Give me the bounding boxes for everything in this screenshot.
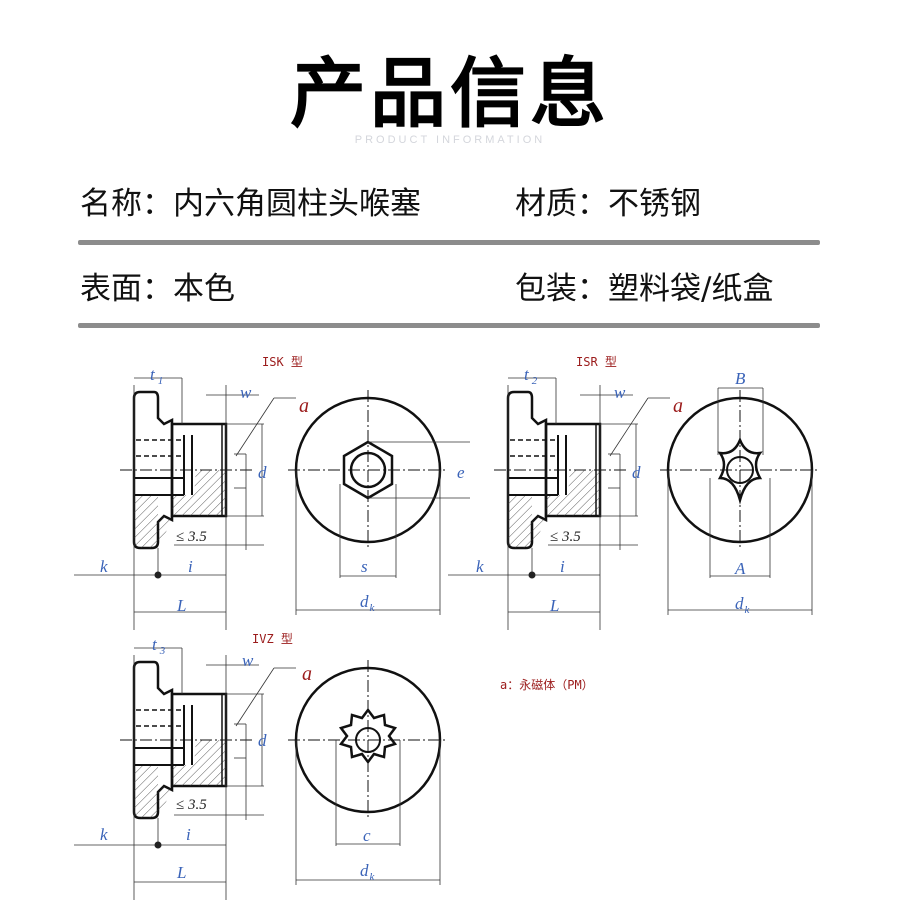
dim-le: ≤ 3.5 [550, 529, 581, 545]
field-label: 材质： [515, 186, 608, 222]
dim-a: a [299, 395, 309, 417]
dim-dk-label: dk [360, 861, 376, 883]
dim-L: L [176, 596, 186, 615]
dim-i: i [560, 557, 565, 576]
dim-t: t [524, 365, 530, 384]
dim-le: ≤ 3.5 [176, 529, 207, 545]
dim-L: L [176, 863, 186, 882]
dim-i: i [186, 825, 191, 844]
field-value: 塑料袋/纸盒 [608, 271, 774, 307]
dim-t: t [152, 635, 158, 654]
dim-A: A [734, 559, 746, 578]
field-value: 不锈钢 [608, 186, 701, 222]
dim-d: d [632, 463, 641, 482]
dim-L: L [549, 596, 559, 615]
dim-a: a [673, 395, 683, 417]
dim-dk-sub: k [745, 604, 751, 616]
field-name: 名称：内六角圆柱头喉塞 [80, 186, 421, 222]
dim-dk: d [735, 594, 744, 613]
field-value: 本色 [173, 271, 235, 307]
dim-t: t [150, 365, 156, 384]
dim-B: B [735, 369, 746, 388]
dim-dk-sub: k [370, 871, 376, 883]
dim-dk-label: dk [735, 594, 751, 616]
dim-a: a [302, 663, 312, 685]
divider [78, 323, 820, 328]
field-label: 包装： [515, 271, 608, 307]
field-value: 内六角圆柱头喉塞 [173, 186, 421, 222]
dim-e: e [457, 463, 465, 482]
dim-dk-label: dk [360, 592, 376, 614]
magnet-note: a：永磁体（PM） [500, 677, 594, 692]
field-surface: 表面：本色 [80, 271, 235, 307]
ivz-type-label: IVZ 型 [252, 632, 293, 646]
dim-s: s [361, 557, 368, 576]
dim-w: w [240, 383, 252, 402]
page-title: 产品信息 [290, 49, 610, 138]
dim-d: d [258, 463, 267, 482]
dim-k: k [100, 557, 108, 576]
dim-dk: d [360, 861, 369, 880]
dim-t-sub: 2 [532, 375, 538, 387]
field-material: 材质：不锈钢 [515, 186, 701, 222]
field-packaging: 包装：塑料袋/纸盒 [515, 271, 773, 307]
dim-t-sub: 1 [158, 375, 164, 387]
page-subtitle: PRODUCT INFORMATION [354, 134, 546, 146]
dim-k: k [476, 557, 484, 576]
isk-type-label: ISK 型 [262, 355, 303, 369]
dim-w: w [242, 651, 254, 670]
dim-dk-sub: k [370, 602, 376, 614]
divider [78, 240, 820, 245]
dim-d: d [258, 731, 267, 750]
dim-k: k [100, 825, 108, 844]
dim-i: i [188, 557, 193, 576]
field-label: 表面： [80, 271, 173, 307]
isr-type-label: ISR 型 [576, 355, 617, 369]
field-label: 名称： [80, 186, 173, 222]
dim-w: w [614, 383, 626, 402]
dim-le: ≤ 3.5 [176, 797, 207, 813]
dim-dk: d [360, 592, 369, 611]
dim-c: c [363, 826, 371, 845]
dim-t-sub: 3 [159, 645, 166, 657]
